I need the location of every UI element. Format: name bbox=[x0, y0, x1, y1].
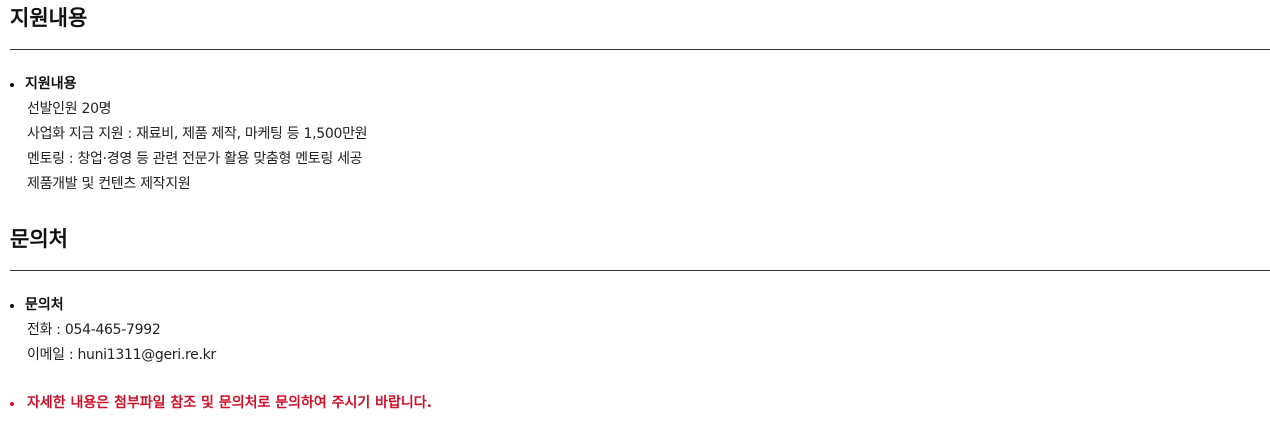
contact-bullet-heading: 문의처 bbox=[10, 293, 1260, 318]
contact-phone: 전화 : 054-465-7992 bbox=[27, 322, 161, 338]
contact-divider bbox=[10, 270, 1270, 271]
support-bullet-heading-text: 지원내용 bbox=[25, 76, 77, 92]
support-line-mentoring: 멘토링 : 창업·경영 등 관련 전문가 활용 맞춤형 멘토링 세공 bbox=[27, 151, 363, 167]
notice-text: 자세한 내용은 첨부파일 참조 및 문의처로 문의하여 주시기 바랍니다. bbox=[27, 395, 432, 411]
support-line-development: 제품개발 및 컨텐츠 제작지원 bbox=[27, 176, 191, 192]
support-line-recruits: 선발인원 20명 bbox=[27, 101, 112, 117]
bullet-icon bbox=[10, 304, 14, 308]
support-divider bbox=[10, 49, 1270, 50]
notice-message: 자세한 내용은 첨부파일 참조 및 문의처로 문의하여 주시기 바랍니다. bbox=[10, 391, 432, 416]
contact-content: 문의처 전화 : 054-465-7992 이메일 : huni1311@ger… bbox=[10, 293, 1260, 368]
bullet-icon bbox=[10, 83, 14, 87]
support-content: 지원내용 선발인원 20명 사업화 지금 지원 : 재료비, 제품 제작, 마케… bbox=[10, 72, 1260, 197]
notice-bullet-icon bbox=[10, 402, 14, 406]
support-section-title: 지원내용 bbox=[10, 6, 88, 30]
contact-section-title: 문의처 bbox=[10, 227, 68, 251]
contact-email: 이메일 : huni1311@geri.re.kr bbox=[27, 347, 216, 363]
support-bullet-heading: 지원내용 bbox=[10, 72, 1260, 97]
contact-bullet-heading-text: 문의처 bbox=[25, 297, 64, 313]
support-line-funding: 사업화 지금 지원 : 재료비, 제품 제작, 마케팅 등 1,500만원 bbox=[27, 126, 368, 142]
